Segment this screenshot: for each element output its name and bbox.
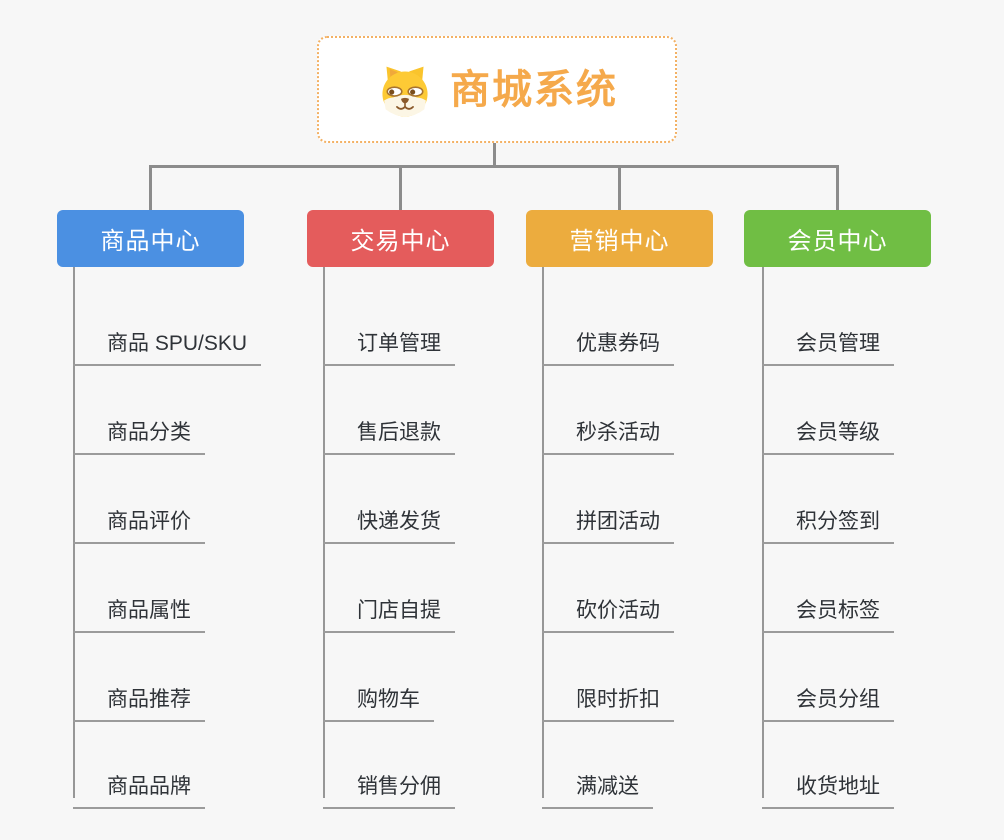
connector-bus — [149, 165, 839, 168]
leaf-node-limited-time-discount[interactable]: 限时折扣 — [542, 663, 674, 722]
leaf-node-store-pickup[interactable]: 门店自提 — [323, 574, 455, 633]
branch-label: 营销中心 — [569, 228, 670, 255]
leaf-node-product-spu-sku[interactable]: 商品 SPU/SKU — [73, 307, 262, 366]
leaf-node-product-review[interactable]: 商品评价 — [73, 485, 205, 544]
leaf-node-points-checkin[interactable]: 积分签到 — [762, 485, 894, 544]
dog-face-icon — [382, 66, 428, 117]
branch-node-member-center[interactable]: 会员中心 — [744, 210, 931, 267]
root-title: 商城系统 — [450, 67, 618, 112]
leaf-node-member-level[interactable]: 会员等级 — [762, 396, 894, 455]
leaf-node-spend-save[interactable]: 满减送 — [542, 750, 653, 809]
leaf-node-coupon-code[interactable]: 优惠券码 — [542, 307, 674, 366]
leaf-node-member-management[interactable]: 会员管理 — [762, 307, 894, 366]
trunk-line-marketing-center — [542, 267, 544, 798]
leaf-node-member-tags[interactable]: 会员标签 — [762, 574, 894, 633]
leaf-node-order-management[interactable]: 订单管理 — [323, 307, 455, 366]
root-node[interactable]: 商城系统 — [317, 36, 677, 143]
leaf-node-shopping-cart[interactable]: 购物车 — [323, 663, 434, 722]
branch-label: 交易中心 — [350, 228, 451, 255]
trunk-line-product-center — [73, 267, 75, 798]
leaf-node-member-groups[interactable]: 会员分组 — [762, 663, 894, 722]
trunk-line-trade-center — [323, 267, 325, 798]
trunk-line-member-center — [762, 267, 764, 798]
leaf-node-product-category[interactable]: 商品分类 — [73, 396, 205, 455]
leaf-node-after-sales-refund[interactable]: 售后退款 — [323, 396, 455, 455]
leaf-node-shipping-address[interactable]: 收货地址 — [762, 750, 894, 809]
connector-root-stub — [493, 143, 496, 167]
leaf-node-product-attribute[interactable]: 商品属性 — [73, 574, 205, 633]
leaf-node-group-buying[interactable]: 拼团活动 — [542, 485, 674, 544]
connector-drop-trade-center — [399, 165, 402, 211]
leaf-node-express-delivery[interactable]: 快递发货 — [323, 485, 455, 544]
leaf-node-product-brand[interactable]: 商品品牌 — [73, 750, 205, 809]
branch-node-product-center[interactable]: 商品中心 — [57, 210, 244, 267]
connector-drop-marketing-center — [618, 165, 621, 211]
connector-drop-member-center — [836, 165, 839, 211]
branch-node-marketing-center[interactable]: 营销中心 — [526, 210, 713, 267]
branch-node-trade-center[interactable]: 交易中心 — [307, 210, 494, 267]
leaf-node-sales-commission[interactable]: 销售分佣 — [323, 750, 455, 809]
branch-label: 商品中心 — [100, 228, 201, 255]
connector-drop-product-center — [149, 165, 152, 211]
branch-label: 会员中心 — [787, 228, 888, 255]
leaf-node-bargain-activity[interactable]: 砍价活动 — [542, 574, 674, 633]
leaf-node-product-recommend[interactable]: 商品推荐 — [73, 663, 205, 722]
leaf-node-flash-sale[interactable]: 秒杀活动 — [542, 396, 674, 455]
